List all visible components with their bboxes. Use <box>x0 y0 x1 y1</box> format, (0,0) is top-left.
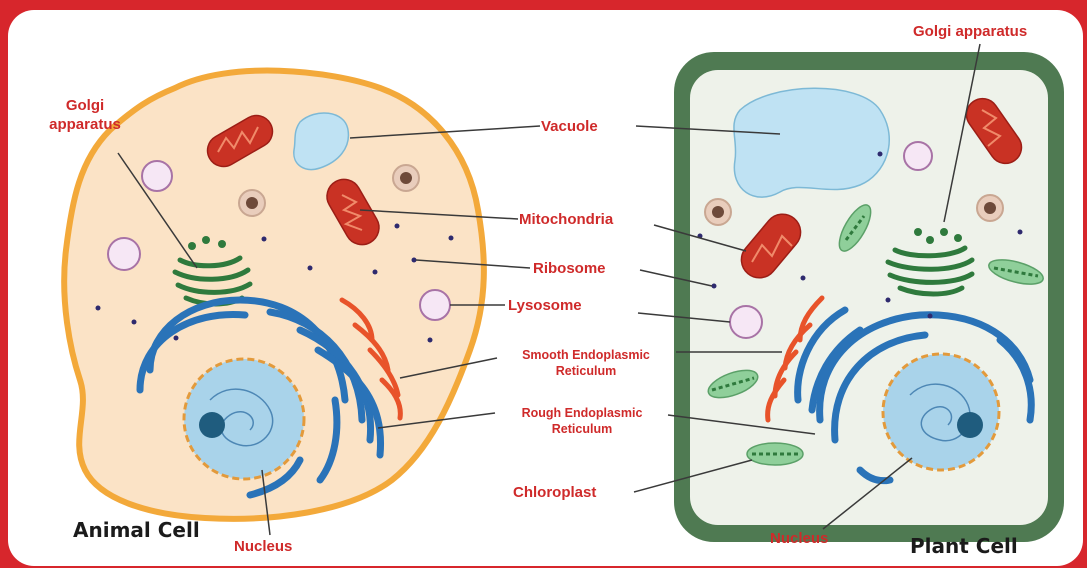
label-animal-golgi: Golgi apparatus <box>30 96 140 134</box>
label-ribosome: Ribosome <box>533 259 606 278</box>
plant-lysosome-2 <box>730 306 762 338</box>
plant-cell <box>674 52 1064 542</box>
label-plant-nucleus: Nucleus <box>770 529 828 548</box>
label-rough-er-line1: Rough Endoplasmic <box>493 405 671 421</box>
plant-nucleus <box>883 354 999 470</box>
label-mitochondria: Mitochondria <box>519 210 613 229</box>
label-chloroplast: Chloroplast <box>513 483 596 502</box>
label-smooth-er-line1: Smooth Endoplasmic <box>495 347 677 363</box>
animal-nucleolus <box>199 412 225 438</box>
animal-lysosome-1 <box>142 161 172 191</box>
plant-vesicle-2-core <box>984 202 996 214</box>
label-smooth-er-line2: Reticulum <box>495 363 677 379</box>
label-rough-er: Rough Endoplasmic Reticulum <box>493 405 671 437</box>
animal-lysosome-3 <box>420 290 450 320</box>
animal-cell-title: Animal Cell <box>73 518 200 542</box>
plant-cell-title: Plant Cell <box>910 534 1018 558</box>
plant-vesicle-1-core <box>712 206 724 218</box>
label-rough-er-line2: Reticulum <box>493 421 671 437</box>
label-animal-nucleus: Nucleus <box>234 537 292 556</box>
label-animal-golgi-line2: apparatus <box>30 115 140 134</box>
label-plant-golgi: Golgi apparatus <box>913 22 1027 41</box>
animal-cell <box>64 71 484 519</box>
label-vacuole: Vacuole <box>541 117 598 136</box>
animal-lysosome-2 <box>108 238 140 270</box>
label-smooth-er: Smooth Endoplasmic Reticulum <box>495 347 677 379</box>
animal-vesicle-1-core <box>246 197 258 209</box>
plant-chloroplast-4 <box>747 443 803 465</box>
plant-nucleolus <box>957 412 983 438</box>
plant-lysosome-1 <box>904 142 932 170</box>
plant-vacuole <box>734 88 889 197</box>
label-lysosome: Lysosome <box>508 296 582 315</box>
label-animal-golgi-line1: Golgi <box>30 96 140 115</box>
animal-vesicle-2-core <box>400 172 412 184</box>
